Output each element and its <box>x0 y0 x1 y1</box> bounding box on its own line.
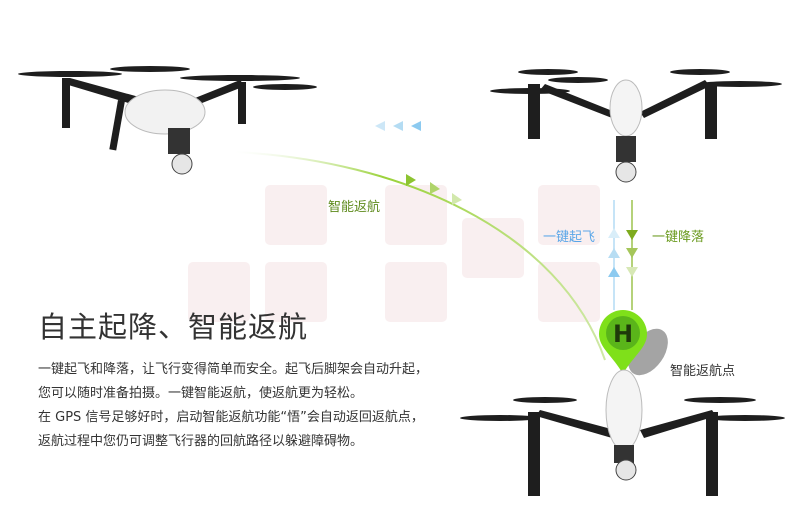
landing-arrows <box>626 230 638 277</box>
one-key-landing-label: 一键降落 <box>652 230 705 245</box>
drone-icon <box>490 69 782 183</box>
description-line: 一键起飞和降落，让飞行变得简单而安全。起飞后脚架会自动升起， <box>38 362 429 377</box>
drone-icon <box>18 66 317 175</box>
smart-return-label: 智能返航 <box>328 200 381 215</box>
one-key-takeoff-label: 一键起飞 <box>543 230 596 245</box>
background-tile <box>385 185 447 245</box>
return-path-curve <box>234 151 606 361</box>
home-marker-letter: H <box>613 320 633 348</box>
return-path-arrows <box>406 174 462 205</box>
background-tile <box>265 262 327 322</box>
background-tile <box>462 218 524 278</box>
background-tile <box>538 185 600 245</box>
flight-direction-arrows <box>280 121 470 131</box>
drone-icon <box>460 369 785 496</box>
home-point-marker: H <box>599 310 668 376</box>
background-tile <box>385 262 447 322</box>
background-tile <box>265 185 327 245</box>
description: 一键起飞和降落，让飞行变得简单而安全。起飞后脚架会自动升起， 您可以随时准备拍摄… <box>38 358 428 454</box>
description-line: 返航过程中您仍可调整飞行器的回航路径以躲避障碍物。 <box>38 434 364 449</box>
page-title: 自主起降、智能返航 <box>38 310 309 344</box>
home-point-label: 智能返航点 <box>670 364 736 379</box>
background-tile <box>188 262 250 322</box>
description-line: 在 GPS 信号足够好时，启动智能返航功能“悟”会自动返回返航点， <box>38 410 424 425</box>
takeoff-arrows <box>608 228 620 277</box>
description-line: 您可以随时准备拍摄。一键智能返航，使返航更为轻松。 <box>38 386 364 401</box>
